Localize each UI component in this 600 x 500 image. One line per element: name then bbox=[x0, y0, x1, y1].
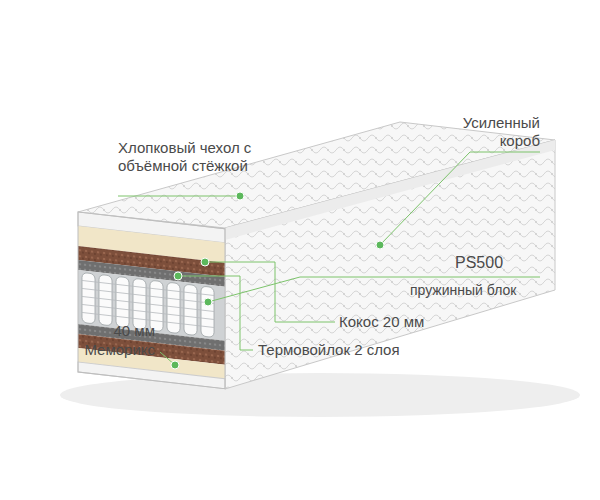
cover-label: Хлопковый чехол с объёмной стёжкой bbox=[118, 139, 253, 175]
coconut-label: Кокос 20 мм bbox=[339, 313, 424, 331]
frame-label: Усиленный короб bbox=[445, 114, 540, 150]
spring-block-label: пружинный блок bbox=[410, 281, 516, 299]
memory-foam-label: Меморикс bbox=[84, 341, 155, 359]
memory-thickness-label: 40 мм bbox=[114, 322, 155, 340]
felt-label: Термовойлок 2 слоя bbox=[258, 341, 400, 359]
spring-block-code: PS500 bbox=[455, 254, 503, 272]
